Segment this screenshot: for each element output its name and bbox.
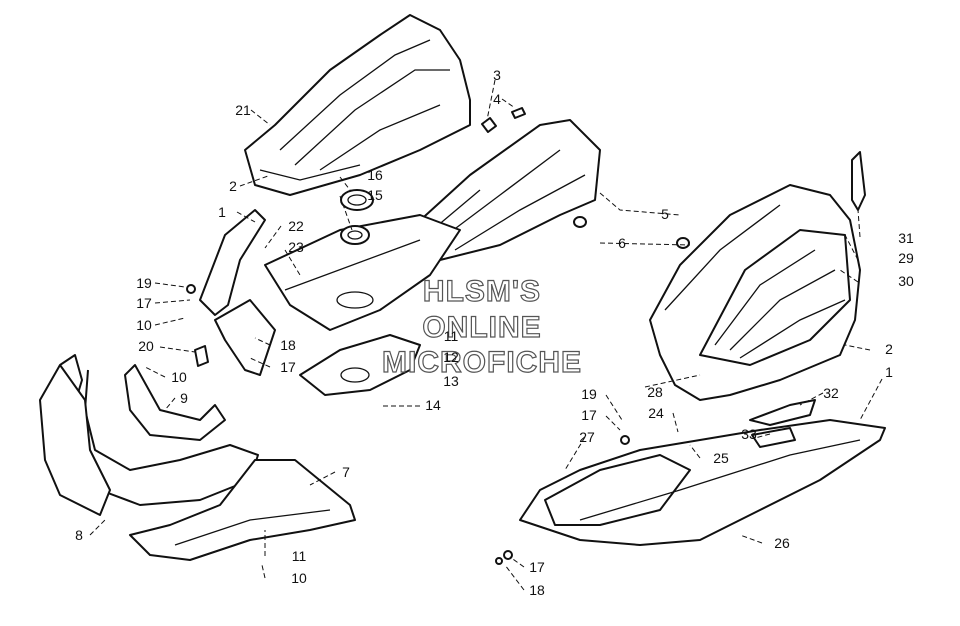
plate-32 [749,399,816,426]
watermark: HLSM'S ONLINE MICROFICHE [381,274,582,379]
callout-17-right: 17 [581,407,597,423]
skid-plate-left [129,459,356,561]
callout-30: 30 [898,273,914,289]
callout-7: 7 [342,464,350,480]
callout-19-right: 19 [581,386,597,402]
callout-25: 25 [713,450,729,466]
callout-5: 5 [661,206,669,222]
hood-panel-upper-left [244,14,471,196]
leader-lines [89,79,883,591]
callout-33: 33 [741,426,757,442]
callout-2-right: 2 [885,341,893,357]
bracket-9 [124,364,226,441]
callout-26: 26 [774,535,790,551]
hardware-nuts [186,107,690,565]
callout-10-left: 10 [136,317,152,333]
clip-31 [851,151,866,211]
callout-11-lower: 11 [292,548,307,564]
watermark-line-2: ONLINE [422,311,541,344]
grommet-15 [340,225,370,245]
callout-10-mid: 10 [171,369,187,385]
front-bumper [39,354,259,516]
callout-labels: 21 2 3 4 16 15 1 22 23 5 6 31 29 30 19 1… [75,67,914,598]
callout-28: 28 [647,384,663,400]
callout-12: 12 [443,349,459,365]
callout-15: 15 [367,187,383,203]
callout-22: 22 [288,218,304,234]
callout-18-bottom: 18 [529,582,545,598]
callout-19-left: 19 [136,275,152,291]
grommet-16 [340,189,374,211]
watermark-line-3: MICROFICHE [382,346,582,379]
callout-1-right: 1 [885,364,893,380]
callout-27: 27 [579,429,595,445]
callout-4: 4 [493,91,501,107]
skid-plate-right [519,419,886,546]
watermark-line-1: HLSM'S [423,275,541,308]
callout-32: 32 [823,385,839,401]
callout-23: 23 [288,239,304,255]
plate-33 [751,427,796,448]
callout-17-center: 17 [280,359,296,375]
callout-6: 6 [618,235,626,251]
callout-29: 29 [898,250,914,266]
callout-16: 16 [367,167,383,183]
callout-17-bottom: 17 [529,559,545,575]
nose-panel-right [649,184,861,401]
callout-21: 21 [235,102,251,118]
access-plate [299,334,421,396]
bracket-left [199,209,276,376]
callout-3: 3 [493,67,501,83]
callout-1-upper: 1 [218,204,226,220]
callout-9: 9 [180,390,188,406]
callout-11-center: 11 [444,328,459,344]
callout-18-center: 18 [280,337,296,353]
belly-pan-center [264,214,461,331]
callout-14: 14 [425,397,441,413]
callout-17-left: 17 [136,295,152,311]
callout-20: 20 [138,338,154,354]
callout-2-upper: 2 [229,178,237,194]
callout-24: 24 [648,405,664,421]
callout-31: 31 [898,230,914,246]
callout-13: 13 [443,373,459,389]
callout-10-lower: 10 [291,570,307,586]
callout-8: 8 [75,527,83,543]
